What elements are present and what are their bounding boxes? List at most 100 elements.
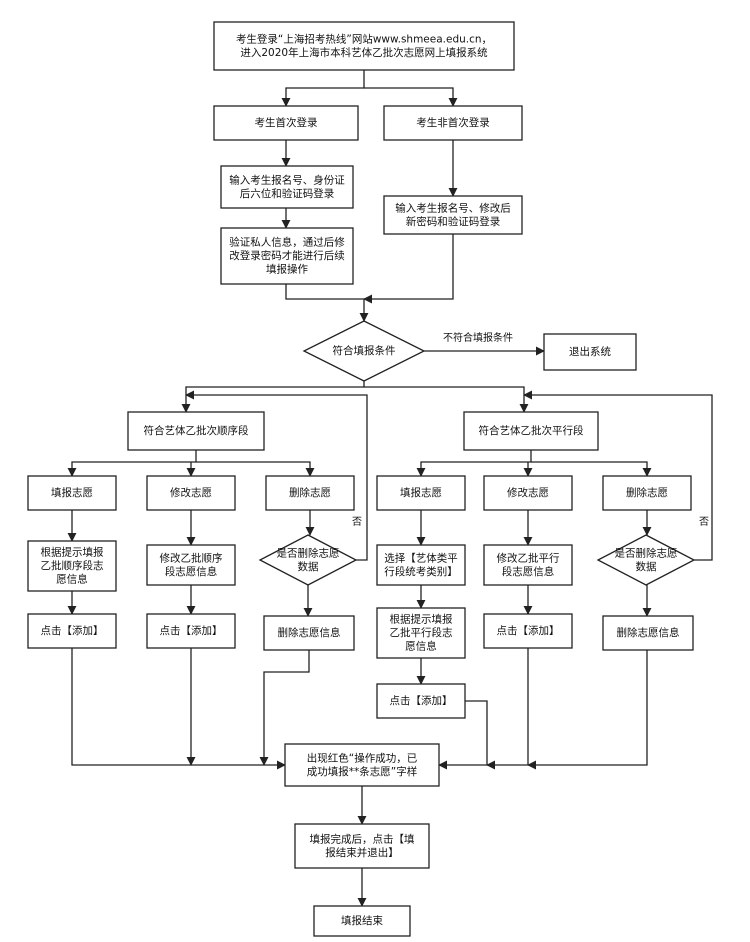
node-not-first: 考生非首次登录 — [383, 105, 523, 141]
node-text-line: 报结束并退出】 — [325, 846, 399, 859]
node-text-line: 修改乙批顺序 — [160, 551, 223, 564]
node-text-line: 填报志愿 — [51, 486, 93, 499]
node-box — [376, 607, 466, 659]
connector-arrow-30 — [185, 390, 368, 561]
connector-arrow-9 — [181, 381, 365, 413]
node-text-line: 符合填报条件 — [333, 344, 396, 357]
node-exit: 退出系统 — [543, 333, 637, 371]
node-box — [313, 905, 411, 937]
node-seq-mod-add: 点击【添加】 — [146, 613, 236, 649]
node-text-line: 根据提示填报 — [41, 546, 104, 559]
node-text-line: 删除志愿信息 — [617, 626, 680, 639]
node-text-line: 是否删除志愿 — [615, 546, 678, 559]
node-text-line: 数据 — [636, 560, 657, 573]
connector-arrow-31 — [523, 390, 713, 561]
node-text-line: 删除志愿 — [626, 486, 668, 499]
node-box — [27, 475, 117, 511]
node-text-line: 点击【添加】 — [497, 624, 560, 637]
node-seq-fill: 填报志愿 — [27, 475, 117, 511]
node-seq: 符合艺体乙批次顺序段 — [127, 411, 265, 451]
connector-arrow-11 — [67, 450, 197, 477]
edge-label-not-qualify: 不符合填报条件 — [443, 331, 513, 344]
node-seq-fill-add: 点击【添加】 — [27, 613, 117, 649]
node-text-line: 考生登录“上海招考热线”网站www.shmeea.edu.cn， — [236, 32, 492, 45]
node-par-mod-add: 点击【添加】 — [483, 613, 573, 649]
connector-layer — [67, 70, 713, 907]
node-box — [294, 823, 430, 869]
connector-arrow-7 — [363, 234, 454, 304]
node-text-line: 考生非首次登录 — [416, 116, 490, 129]
node-box — [27, 613, 117, 649]
node-text-line: 点击【添加】 — [160, 624, 223, 637]
node-par-fill-add: 点击【添加】 — [376, 683, 466, 719]
node-seq-del-info: 删除志愿信息 — [263, 615, 355, 651]
node-box — [265, 475, 355, 511]
node-text-line: 新密码和验证码登录 — [406, 215, 501, 228]
node-text-line: 填报操作 — [266, 263, 308, 276]
node-text-line: 输入考生报名号、修改后 — [395, 201, 511, 214]
node-box — [483, 613, 573, 649]
node-box — [383, 105, 523, 141]
connector-arrow-32 — [71, 648, 286, 770]
node-box — [483, 544, 573, 586]
node-text-line: 出现红色“操作成功，已 — [307, 751, 417, 764]
node-box — [220, 165, 354, 209]
node-text-line: 乙批平行段志 — [390, 626, 453, 639]
node-text-line: 根据提示填报 — [390, 613, 453, 626]
node-text-line: 验证私人信息，通过后修 — [229, 236, 345, 249]
connector-arrow-1 — [281, 70, 365, 107]
node-box — [376, 475, 466, 511]
node-box — [483, 475, 573, 511]
connector-arrow-10 — [364, 386, 529, 413]
node-end: 填报结束 — [313, 905, 411, 937]
node-text-line: 点击【添加】 — [390, 694, 453, 707]
node-text-line: 乙批顺序段志 — [41, 559, 104, 572]
connector-arrow-6 — [285, 284, 369, 322]
node-qualify: 符合填报条件 — [302, 320, 426, 382]
node-box — [146, 613, 236, 649]
node-text-line: 改登录密码才能进行后续 — [229, 249, 345, 262]
node-box — [383, 195, 523, 235]
node-par-fill: 填报志愿 — [376, 475, 466, 511]
node-par-del-info: 删除志愿信息 — [602, 615, 694, 651]
connector-arrow-34 — [259, 650, 310, 766]
node-box — [146, 544, 236, 586]
node-first-login: 考生首次登录 — [213, 105, 359, 141]
decision-diamond — [302, 320, 426, 382]
connector-arrow-36 — [486, 648, 529, 770]
connector-arrow-35 — [438, 700, 488, 770]
node-text-line: 填报志愿 — [400, 486, 442, 499]
node-text-line: 愿信息 — [405, 640, 437, 653]
connector-arrow-37 — [527, 650, 648, 770]
node-text-line: 愿信息 — [56, 573, 88, 586]
node-text-line: 考生首次登录 — [255, 116, 318, 129]
node-box — [376, 544, 466, 586]
node-box — [213, 105, 359, 141]
node-text-line: 段志愿信息 — [165, 565, 218, 578]
node-seq-del: 删除志愿 — [265, 475, 355, 511]
node-box — [376, 683, 466, 719]
node-box — [602, 475, 692, 511]
node-box — [463, 411, 599, 451]
node-box — [213, 21, 515, 71]
node-seq-mod: 修改志愿 — [146, 475, 236, 511]
node-box — [146, 475, 236, 511]
node-text-line: 点击【添加】 — [41, 624, 104, 637]
node-text-line: 填报完成后，点击【填 — [310, 832, 415, 845]
node-text-line: 删除志愿信息 — [278, 626, 341, 639]
decision-diamond — [596, 534, 696, 586]
connector-arrow-16 — [531, 461, 652, 477]
node-text-line: 填报结束 — [341, 914, 383, 927]
connector-arrow-13 — [196, 461, 315, 477]
